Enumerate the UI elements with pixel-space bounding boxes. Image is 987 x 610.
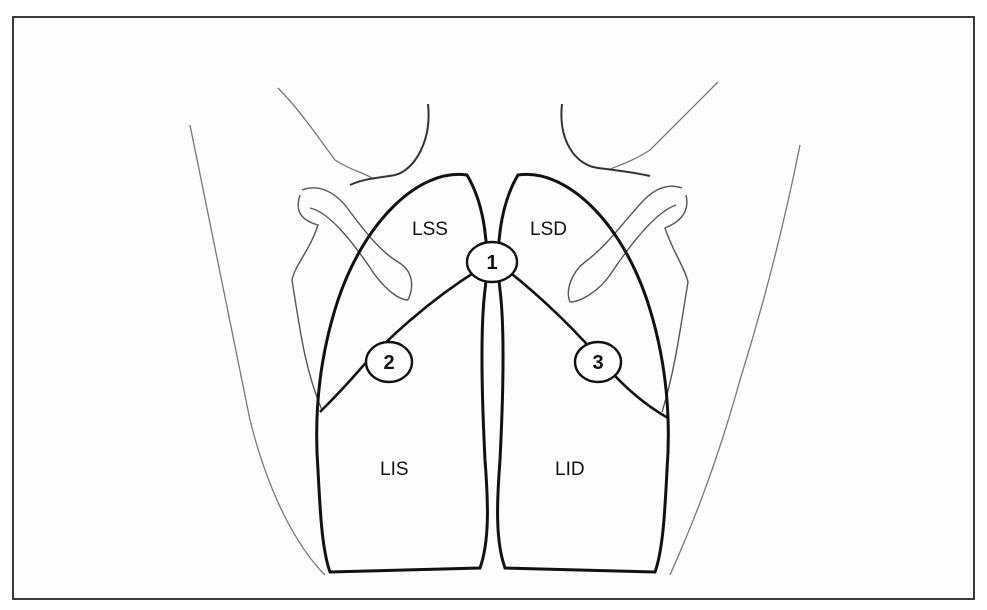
- lobe-label-lss: LSS: [412, 219, 448, 240]
- lobe-label-lis: LIS: [380, 459, 409, 480]
- marker-2-label: 2: [383, 352, 394, 374]
- marker-1: 1: [467, 242, 517, 282]
- left-fissure: [320, 270, 478, 412]
- body-outline: [190, 82, 800, 575]
- lobe-label-lsd: LSD: [530, 219, 567, 240]
- neck-outline: [350, 104, 650, 185]
- marker-1-label: 1: [486, 252, 497, 274]
- marker-2: 2: [366, 342, 412, 382]
- marker-3: 3: [575, 342, 621, 382]
- marker-3-label: 3: [592, 352, 603, 374]
- lobe-label-lid: LID: [555, 459, 585, 480]
